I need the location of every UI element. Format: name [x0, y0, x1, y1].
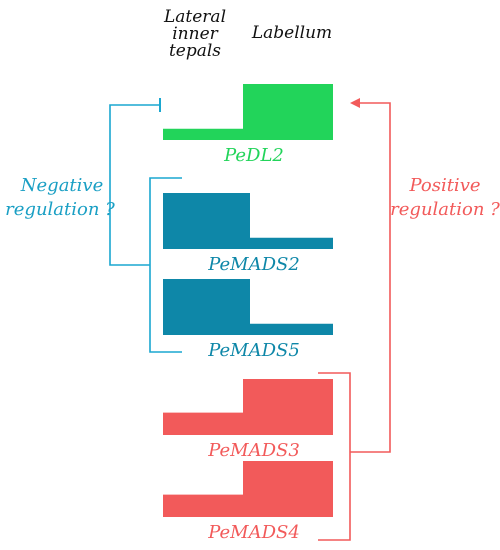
gene-label-pedl2: PeDL2 — [223, 145, 284, 166]
activation-arrow — [350, 102, 391, 453]
inhibition-arrow — [109, 104, 160, 266]
activation-arrowhead — [350, 98, 360, 108]
negative-group-bracket — [149, 177, 182, 353]
positive-label-line1: Positive — [408, 175, 480, 196]
header-lateral-line2: inner — [172, 24, 218, 44]
gene-label-pemads3: PeMADS3 — [207, 440, 300, 461]
header-lateral-line1: Lateral — [163, 7, 226, 27]
expression-profile-pedl2 — [163, 84, 333, 140]
header-lateral-line3: tepals — [169, 41, 221, 61]
gene-label-pemads2: PeMADS2 — [207, 254, 300, 275]
positive-regulation-bracket — [318, 98, 391, 541]
expression-profile-pemads5 — [163, 279, 333, 335]
gene-label-pemads5: PeMADS5 — [207, 340, 300, 361]
expression-profile-pemads2 — [163, 193, 333, 249]
negative-regulation-bracket — [109, 98, 182, 353]
positive-group-bracket — [318, 372, 351, 541]
negative-label-line2: regulation ? — [5, 199, 115, 220]
negative-label-line1: Negative — [20, 175, 103, 196]
expression-profile-pemads4 — [163, 461, 333, 517]
gene-label-pemads4: PeMADS4 — [207, 522, 300, 543]
header-labellum: Labellum — [251, 23, 332, 43]
expression-profile-pemads3 — [163, 379, 333, 435]
positive-label-line2: regulation ? — [390, 199, 500, 220]
